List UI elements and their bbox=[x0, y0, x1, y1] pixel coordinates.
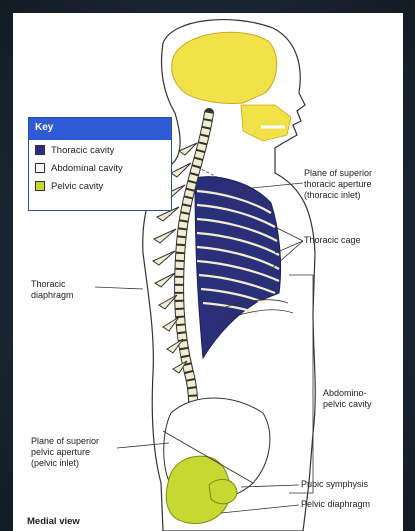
label-line: pelvic aperture bbox=[31, 447, 91, 457]
legend-item-thoracic: Thoracic cavity bbox=[29, 142, 171, 158]
label-abdominopelvic-cavity: Abdomino- pelvic cavity bbox=[323, 388, 372, 410]
pelvic-inlet-plane bbox=[162, 430, 254, 484]
legend-swatch-thoracic bbox=[35, 145, 45, 155]
label-thoracic-diaphragm: Thoracic diaphragm bbox=[31, 279, 74, 301]
leader-lines bbox=[94, 182, 314, 514]
label-line: (pelvic inlet) bbox=[31, 458, 80, 468]
label-line: diaphragm bbox=[31, 290, 74, 300]
lower-ribs bbox=[208, 299, 289, 314]
legend-label: Thoracic cavity bbox=[51, 144, 115, 156]
lower-ribs-2 bbox=[212, 309, 294, 326]
label-superior-pelvic-aperture: Plane of superior pelvic aperture (pelvi… bbox=[31, 436, 99, 469]
legend-label: Pelvic cavity bbox=[51, 180, 104, 192]
label-pubic-symphysis: Pubic symphysis bbox=[301, 479, 369, 489]
legend-swatch-abdominal bbox=[35, 163, 45, 173]
label-line: (thoracic inlet) bbox=[304, 190, 361, 200]
legend-box: Key Thoracic cavity Abdominal cavity Pel… bbox=[28, 117, 172, 211]
label-pelvic-diaphragm: Pelvic diaphragm bbox=[301, 499, 371, 509]
spine-bone bbox=[175, 112, 213, 465]
ribs bbox=[196, 189, 280, 315]
cranial-cavity bbox=[171, 31, 278, 104]
label-thoracic-cage: Thoracic cage bbox=[304, 235, 361, 245]
view-caption: Medial view bbox=[27, 516, 80, 527]
label-line: Abdomino- bbox=[323, 388, 367, 398]
figure-panel: Key Thoracic cavity Abdominal cavity Pel… bbox=[13, 13, 403, 531]
legend-label: Abdominal cavity bbox=[51, 162, 123, 174]
label-line: Thoracic bbox=[31, 279, 66, 289]
label-line: Plane of superior bbox=[304, 168, 373, 178]
label-line: thoracic aperture bbox=[304, 179, 372, 189]
label-line: Plane of superior bbox=[31, 436, 100, 446]
legend-title: Key bbox=[29, 118, 171, 140]
label-line: pelvic cavity bbox=[323, 399, 372, 409]
anatomy-illustration bbox=[94, 19, 316, 531]
pubic-bone bbox=[208, 478, 238, 505]
legend-swatch-pelvic bbox=[35, 181, 45, 191]
oral-area bbox=[240, 104, 292, 142]
label-superior-thoracic-aperture: Plane of superior thoracic aperture (tho… bbox=[304, 168, 372, 201]
pelvic-cavity bbox=[165, 455, 231, 525]
legend-item-abdominal: Abdominal cavity bbox=[29, 160, 171, 176]
legend-item-pelvic: Pelvic cavity bbox=[29, 178, 171, 194]
